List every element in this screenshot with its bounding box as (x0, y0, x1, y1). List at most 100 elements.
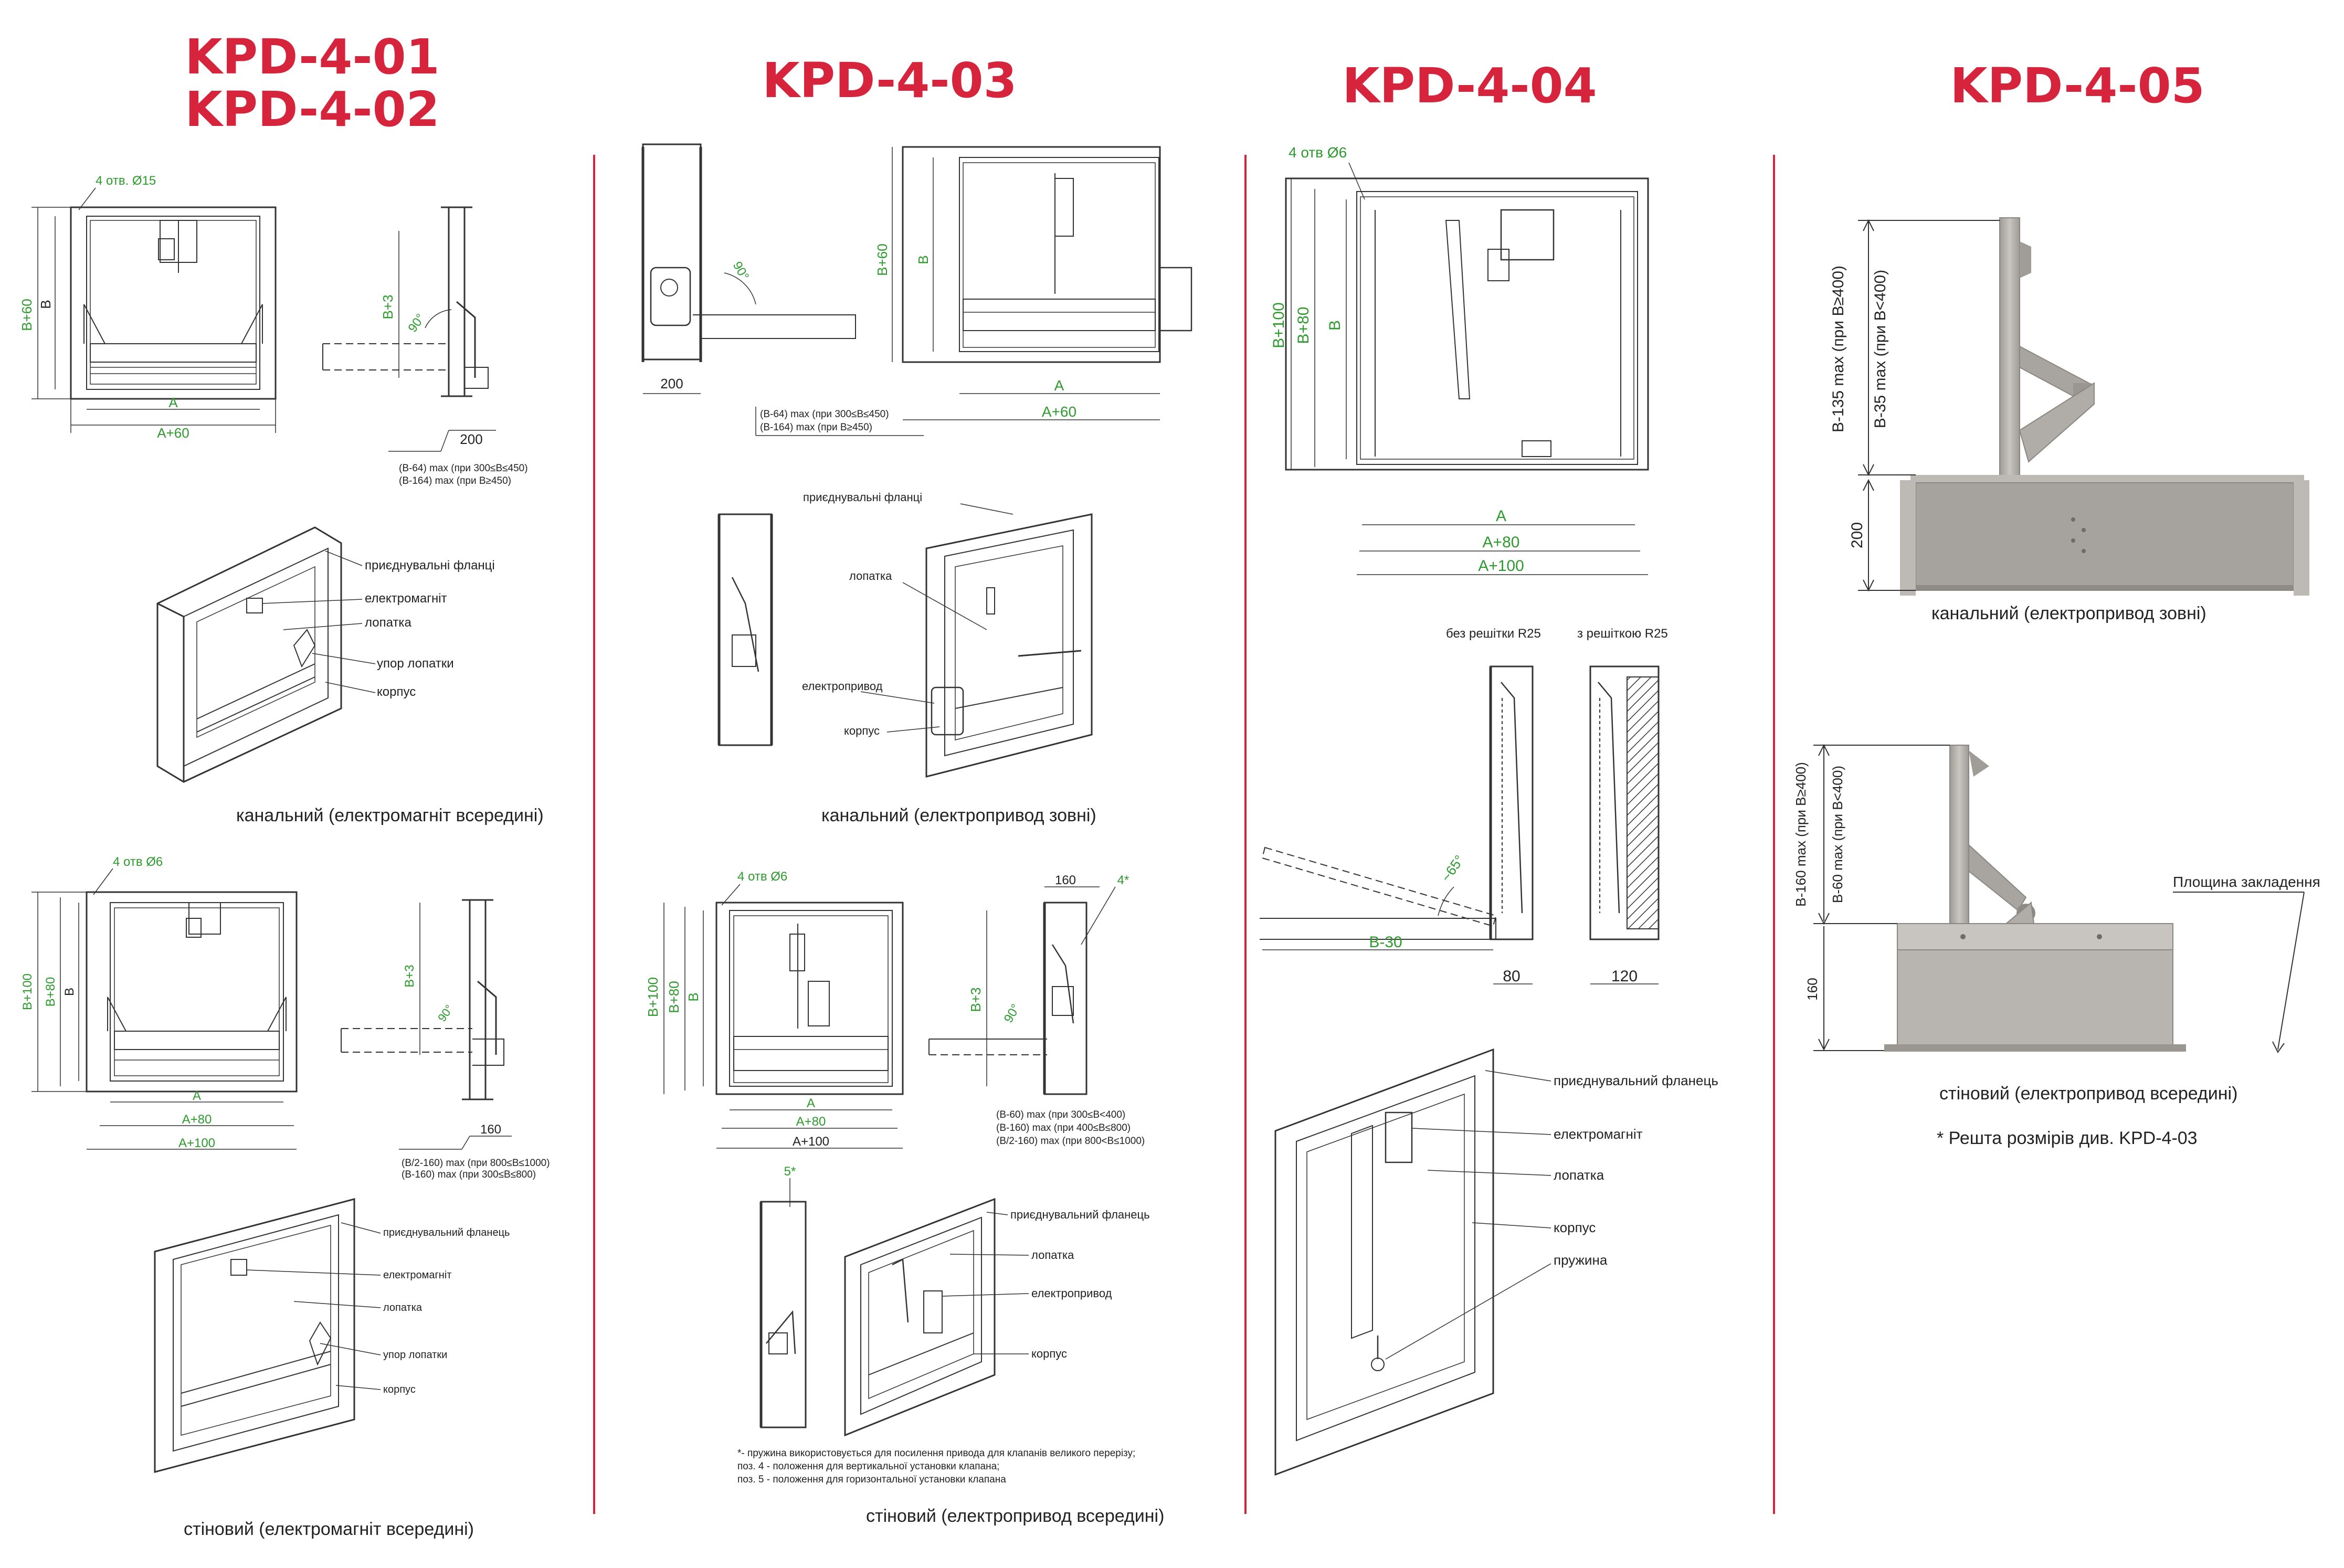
kpd01-wall-dim-b: B (62, 988, 77, 996)
kpd01-duct-side-view (322, 206, 489, 397)
kpd01-wall-side-b3: B+3 (403, 965, 417, 987)
kpd04-dim-b: B (1326, 320, 1344, 331)
kpd04-holes-leader (1348, 162, 1365, 200)
kpd03-wall-front-view (715, 902, 904, 1095)
kpd03-wall-part-blade: лопатка (1031, 1248, 1074, 1262)
kpd03-duct-front-b60: B+60 (874, 243, 890, 276)
kpd04-label-with-grille: з решіткою R25 (1577, 627, 1668, 641)
kpd05-wall-dims (1813, 744, 1950, 1051)
heading-kpd-4-05: KPD-4-05 (1950, 58, 2204, 114)
kpd01-wall-side-w160: 160 (480, 1122, 501, 1137)
kpd03-wall-side-b3: B+3 (968, 988, 984, 1012)
kpd03-footnote1: *- пружина використовується для посиленн… (737, 1448, 1135, 1459)
kpd03-wall-dim-a100: A+100 (793, 1135, 829, 1149)
kpd03-duct-front-a60: A+60 (1042, 404, 1076, 420)
kpd01-part-magnet: електромагніт (365, 591, 447, 606)
kpd03-duct-part-flanges: приєднувальні фланці (803, 491, 922, 504)
kpd03-duct-side-w200: 200 (660, 376, 683, 391)
kpd04-side-w80: 80 (1503, 968, 1520, 985)
kpd01-dim-b60: B+60 (19, 299, 35, 331)
kpd03-duct-small-side (717, 513, 773, 746)
kpd01-wall-side-note1: (B/2-160) max (при 800≤B≤1000) (402, 1158, 550, 1169)
kpd03-wall-holes-label: 4 отв Ø6 (737, 870, 787, 884)
kpd05-duct-dim1: B-135 max (при B≥400) (1830, 266, 1847, 432)
kpd05-wall-w160: 160 (1804, 978, 1820, 1000)
kpd01-wall-part-blade: лопатка (383, 1302, 423, 1313)
kpd01-duct-front-view (70, 206, 277, 400)
kpd04-part-blade: лопатка (1554, 1167, 1604, 1183)
kpd01-wall-front-view (86, 891, 298, 1093)
kpd01-wall-dim-b100: B+100 (20, 973, 35, 1010)
kpd04-dim-b80: B+80 (1295, 307, 1312, 344)
kpd03-wall-isometric (844, 1198, 996, 1437)
kpd05-embedding-plane-label: Площина закладення (2173, 874, 2320, 890)
kpd03-wall-iso-leaders (942, 1212, 1029, 1354)
kpd04-side-b30: B-30 (1369, 934, 1402, 951)
kpd03-duct-note2: (B-164) max (при B≥450) (760, 422, 872, 433)
kpd03-wall-note1: (B-60) max (при 300≤B<400) (996, 1109, 1125, 1120)
kpd04-holes-label: 4 отв Ø6 (1289, 144, 1347, 161)
kpd03-duct-side-angle: 90° (730, 259, 752, 283)
kpd01-wall-dim-b80: B+80 (44, 977, 58, 1007)
kpd04-dim-a80: A+80 (1483, 534, 1520, 551)
kpd01-dim-a: A (168, 395, 178, 410)
kpd04-side-angle: ~65° (1438, 852, 1467, 885)
kpd01-wall-part-magnet: електромагніт (383, 1269, 451, 1281)
kpd03-duct-front-view (902, 146, 1192, 363)
kpd03-duct-caption: канальний (електропривод зовні) (821, 806, 1096, 825)
kpd03-wall-side-angle: 90° (1001, 1002, 1023, 1025)
kpd04-side-with-grille (1589, 665, 1660, 940)
kpd04-side-w120: 120 (1611, 968, 1638, 985)
kpd04-side-no-grille (1260, 665, 1534, 940)
kpd03-wall-note2: (B-160) max (при 400≤B≤800) (996, 1122, 1131, 1133)
kpd03-wall-small-side (759, 1178, 807, 1428)
kpd03-wall-side-w160: 160 (1055, 873, 1076, 887)
kpd03-wall-side-pos4: 4* (1117, 873, 1129, 887)
kpd03-wall-side-view (928, 902, 1087, 1095)
kpd01-wall-dim-a100: A+100 (178, 1136, 215, 1150)
kpd05-wall-dim2: B-60 max (при B<400) (1830, 766, 1845, 903)
kpd03-wall-part-body: корпус (1031, 1347, 1067, 1360)
kpd01-wall-holes-leader (93, 868, 113, 895)
kpd03-duct-note1: (B-64) max (при 300≤B≤450) (760, 409, 889, 420)
kpd01-wall-part-flange: приєднувальний фланець (383, 1227, 510, 1238)
kpd03-wall-part-flange: приєднувальний фланець (1010, 1208, 1150, 1221)
kpd01-side-w200: 200 (460, 431, 482, 447)
heading-kpd-4-02: KPD-4-02 (185, 81, 439, 137)
heading-kpd-4-01: KPD-4-01 (185, 29, 439, 85)
heading-kpd-4-03: KPD-4-03 (762, 52, 1017, 109)
kpd03-wall-dim-b100: B+100 (645, 977, 661, 1017)
kpd03-duct-front-dims (892, 147, 1160, 420)
kpd01-wall-side-angle: 90° (435, 1002, 456, 1024)
kpd03-wall-dim-a: A (807, 1096, 815, 1110)
kpd04-iso-leaders (1385, 1070, 1551, 1360)
kpd04-part-body: корпус (1554, 1220, 1596, 1235)
kpd01-dim-b: B (38, 300, 54, 309)
kpd03-wall-part-actuator: електропривод (1031, 1287, 1112, 1300)
kpd01-part-flanges: приєднувальні фланці (365, 558, 495, 573)
kpd05-duct-w200: 200 (1849, 522, 1866, 548)
kpd05-duct-caption: канальний (електропривод зовні) (1931, 603, 2206, 623)
kpd01-wall-holes-label: 4 отв Ø6 (113, 855, 163, 869)
kpd01-dim-a60: A+60 (157, 425, 189, 441)
kpd05-wall-caption: стіновий (електропривод всередині) (1939, 1084, 2237, 1104)
kpd01-part-body: корпус (377, 685, 416, 699)
kpd05-duct-dim2: B-35 max (при B<400) (1872, 270, 1889, 428)
kpd01-wall-side-dims (399, 903, 512, 1150)
kpd01-duct-isometric (156, 526, 342, 783)
kpd03-duct-part-actuator: електропривод (802, 680, 883, 693)
kpd04-isometric (1274, 1048, 1494, 1476)
kpd03-wall-side-dims (986, 886, 1116, 1086)
column-separators (593, 155, 1775, 1514)
kpd01-wall-front-dims (31, 892, 297, 1150)
kpd01-wall-part-stop: упор лопатки (383, 1349, 447, 1361)
kpd03-wall-dim-b: B (685, 992, 701, 1001)
kpd03-footnote3: поз. 5 - положення для горизонтальної ус… (737, 1474, 1006, 1485)
kpd01-duct-front-dims (31, 207, 276, 433)
kpd04-dim-b100: B+100 (1270, 302, 1287, 348)
kpd01-holes-label: 4 отв. Ø15 (96, 174, 156, 188)
kpd04-label-no-grille: без решітки R25 (1446, 627, 1541, 641)
kpd05-duct-render (1900, 217, 2309, 596)
kpd04-front-dims (1291, 178, 1648, 575)
kpd03-duct-side-dims (643, 393, 924, 436)
